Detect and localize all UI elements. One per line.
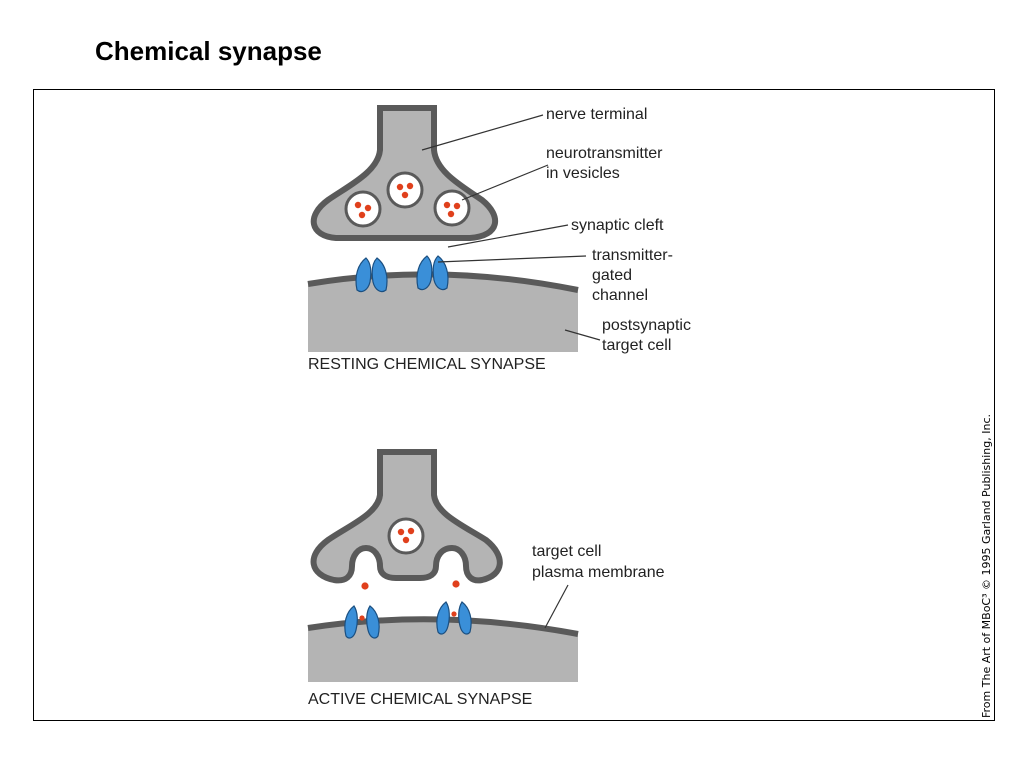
resting-synapse: nerve terminal neurotransmitter in vesic… [307,105,691,373]
publisher-credit: From The Art of MBoC³ © 1995 Garland Pub… [980,414,993,718]
label-neurotransmitter-line2: in vesicles [546,165,620,182]
leader-neurotransmitter [461,164,549,201]
leader-transmitter-channel [437,255,587,263]
caption-active: ACTIVE CHEMICAL SYNAPSE [308,691,532,708]
resting-vesicle-left [344,190,382,228]
label-channel-line3: channel [592,287,648,304]
label-neurotransmitter-line1: neurotransmitter [546,145,663,162]
active-neurotransmitter-dots [361,527,460,590]
label-membrane-line2: plasma membrane [532,564,665,581]
active-channel-left [344,605,380,639]
figure-frame [33,89,995,721]
active-nerve-terminal [310,449,503,584]
active-synapse: target cell plasma membrane ACTIVE CHEMI… [307,449,665,708]
resting-vesicle-center [386,171,424,209]
label-channel-line1: transmitter- [592,247,673,264]
label-postsynaptic-line1: postsynaptic [602,317,691,334]
leader-synaptic-cleft [447,224,569,248]
label-membrane-line1: target cell [532,543,601,560]
active-vesicle-center [387,517,425,555]
label-channel-line2: gated [592,267,632,284]
leader-postsynaptic [564,329,601,341]
leader-plasma-membrane [544,584,569,629]
label-nerve-terminal: nerve terminal [546,106,647,123]
resting-channel-right [416,255,449,291]
resting-vesicle-right [433,189,471,227]
leader-nerve-terminal [421,114,544,151]
caption-resting: RESTING CHEMICAL SYNAPSE [308,356,546,373]
label-synaptic-cleft: synaptic cleft [571,217,664,234]
resting-neurotransmitter-dots [354,182,461,219]
active-channel-right [436,601,472,635]
resting-channel-left [355,257,388,293]
slide-title: Chemical synapse [95,36,322,66]
resting-postsynaptic-cell [308,274,578,352]
label-postsynaptic-line2: target cell [602,337,671,354]
